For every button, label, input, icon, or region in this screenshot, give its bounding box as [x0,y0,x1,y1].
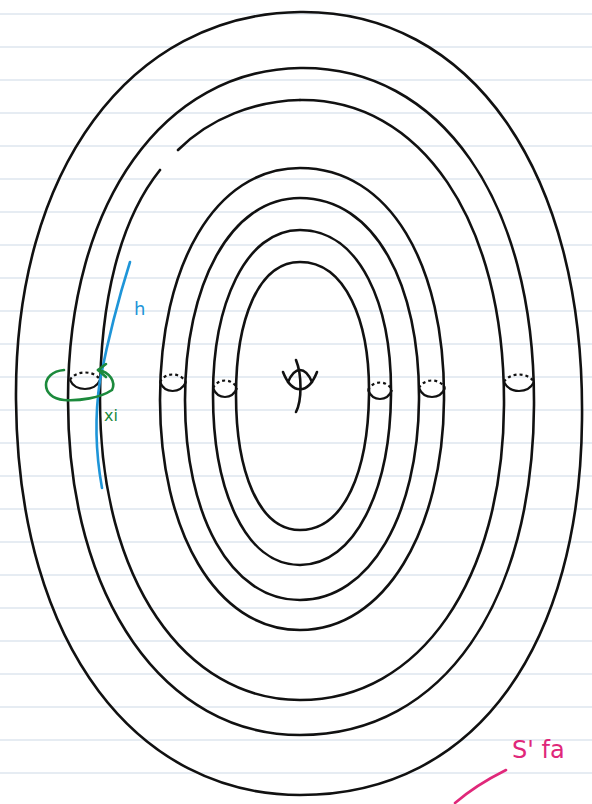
curve-h [96,262,130,488]
loop-xi [46,364,113,400]
pink-stroke [455,770,506,803]
curve-label: h [134,300,145,318]
loop-label: xi [104,408,118,424]
margin-note: S' fa [512,738,565,762]
nested-surfaces [16,12,582,795]
tube-meridians [70,373,534,400]
